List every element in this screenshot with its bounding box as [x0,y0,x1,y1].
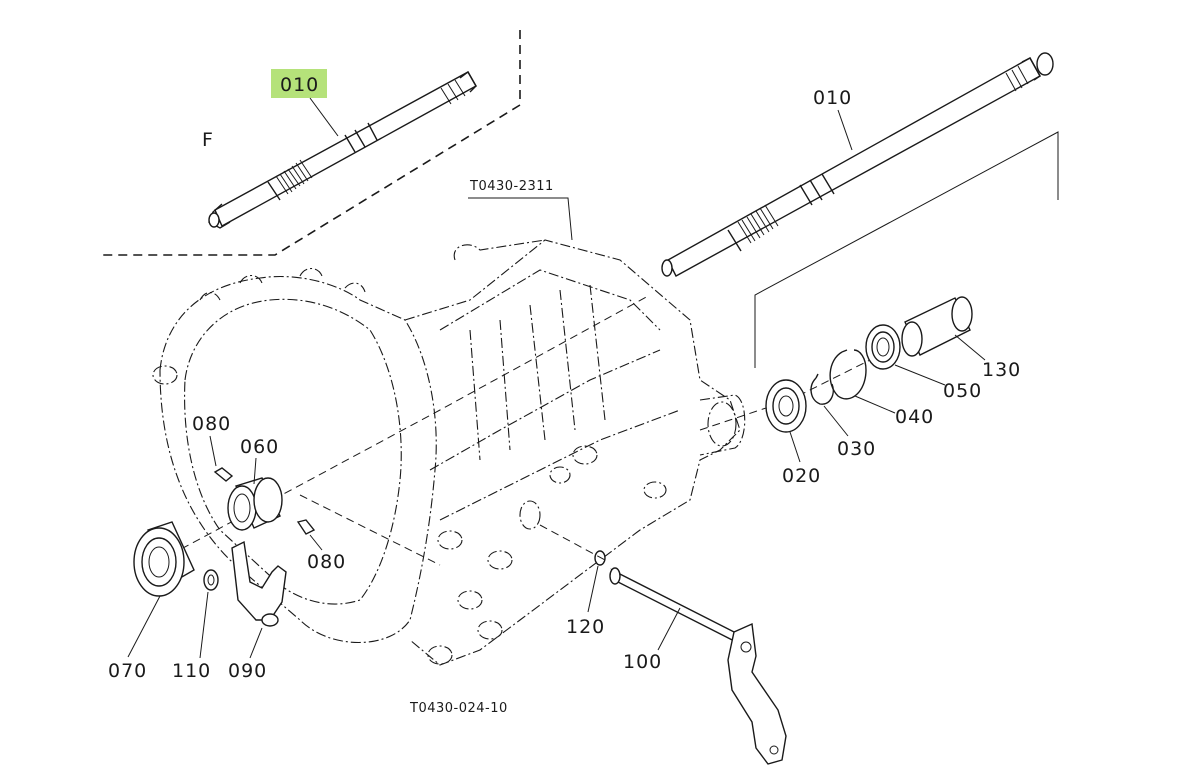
leader-080-lower [309,534,323,551]
leader-020 [789,431,801,463]
transmission-case [152,239,746,666]
part-label-010-highlighted[interactable]: 010 [271,69,327,98]
part-110-ring [203,569,219,591]
shaft-section-f [208,70,477,229]
part-080-clip-upper [213,467,234,482]
part-130-sleeve [901,296,973,357]
part-number-060: 060 [240,436,279,458]
part-number-010: 010 [813,87,852,109]
leader-060 [253,457,257,485]
part-060-release-hub [227,477,283,531]
part-label-080-upper[interactable]: 080 [192,413,231,435]
leader-040 [854,395,896,414]
part-label-120[interactable]: 120 [566,616,605,638]
leader-090 [249,627,263,659]
reference-code-bottom: T0430-024-10 [409,701,508,716]
part-080-clip-lower [296,519,316,535]
reference-leader-top [468,197,573,241]
part-070-release-bearing [133,521,195,597]
part-number-040: 040 [895,406,934,428]
part-number-100: 100 [623,651,662,673]
part-090-release-fork [231,540,287,627]
part-label-060[interactable]: 060 [240,436,279,458]
part-label-020[interactable]: 020 [782,465,821,487]
part-label-110[interactable]: 110 [172,660,211,682]
part-label-040[interactable]: 040 [895,406,934,428]
part-050-bearing [865,324,901,370]
leader-070 [127,595,161,658]
leader-010 [837,109,853,151]
part-030-snap-ring [810,373,834,405]
leader-030 [823,405,849,437]
part-040-snap-ring [829,349,867,400]
part-label-090[interactable]: 090 [228,660,267,682]
part-number-130: 130 [982,359,1021,381]
part-label-100[interactable]: 100 [623,651,662,673]
part-number-050: 050 [943,380,982,402]
part-number-080-lower: 080 [307,551,346,573]
section-f-boundary [100,30,521,256]
leader-010-highlighted [309,97,339,137]
part-number-030: 030 [837,438,876,460]
part-label-070[interactable]: 070 [108,660,147,682]
part-120-o-ring [594,550,606,566]
leader-110 [199,591,209,659]
leader-080-upper [209,435,217,467]
label-highlight-box [271,69,327,98]
leader-120 [587,565,599,613]
section-f-letter: F [202,129,214,151]
main-input-shaft [661,52,1054,277]
part-label-010[interactable]: 010 [813,87,852,109]
part-label-080-lower[interactable]: 080 [307,551,346,573]
part-label-130[interactable]: 130 [982,359,1021,381]
part-number-070: 070 [108,660,147,682]
part-label-030[interactable]: 030 [837,438,876,460]
leader-130 [954,334,986,361]
part-number-020: 020 [782,465,821,487]
fork-centerline [299,494,441,566]
part-number-010-highlighted: 010 [280,74,319,96]
part-020-bearing [765,379,807,433]
part-number-120: 120 [566,616,605,638]
leader-100 [657,607,681,651]
part-number-080-upper: 080 [192,413,231,435]
part-label-050[interactable]: 050 [943,380,982,402]
part-number-110: 110 [172,660,211,682]
leader-050 [894,364,946,386]
bearing-group-bracket [754,131,1059,368]
reference-code-top: T0430-2311 [469,179,554,194]
part-number-090: 090 [228,660,267,682]
shaft-centerline [169,294,651,556]
